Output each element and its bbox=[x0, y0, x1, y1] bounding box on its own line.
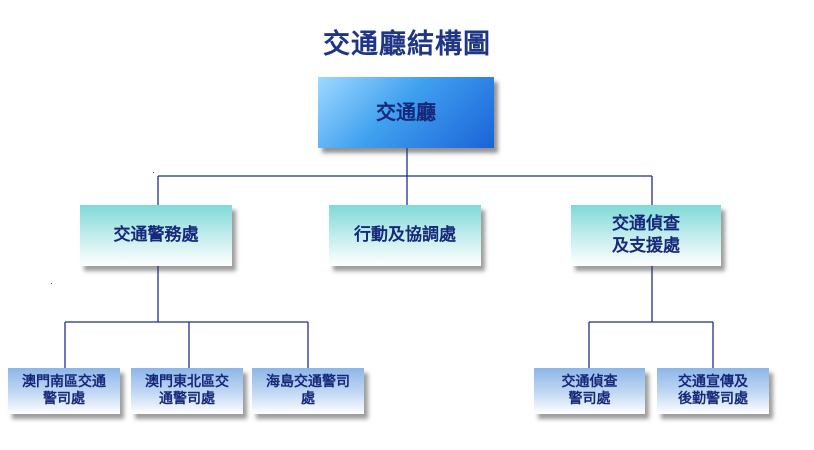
node-traffic-police-division: 交通警務處 bbox=[80, 205, 232, 266]
node-macau-northeast-traffic-unit: 澳門東北區交 通警司處 bbox=[131, 368, 243, 414]
node-operations-coordination-division: 行動及協調處 bbox=[329, 205, 481, 266]
node-traffic-department: 交通廳 bbox=[318, 77, 494, 148]
node-traffic-investigation-unit: 交通偵查 警司處 bbox=[534, 368, 645, 414]
node-traffic-publicity-logistics-unit: 交通宣傳及 後勤警司處 bbox=[657, 368, 769, 414]
node-macau-south-traffic-unit: 澳門南區交通 警司處 bbox=[8, 368, 120, 414]
node-islands-traffic-unit: 海島交通警司 處 bbox=[252, 368, 364, 414]
chart-title: 交通廳結構圖 bbox=[323, 29, 491, 60]
stray-dot bbox=[153, 172, 154, 173]
stray-dot bbox=[51, 283, 52, 284]
node-investigation-support-division: 交通偵查 及支援處 bbox=[571, 205, 721, 266]
